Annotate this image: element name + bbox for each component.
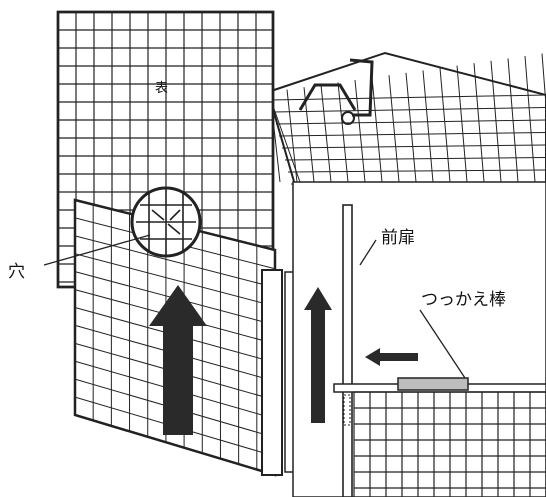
inset-up-arrow-icon <box>304 287 332 423</box>
leader-lines <box>43 234 466 379</box>
left-arrow-icon <box>365 348 418 366</box>
hole-label: 穴 <box>8 262 25 282</box>
detail-inset <box>292 181 546 497</box>
up-arrow-icon <box>149 285 207 435</box>
prop-bar-shape <box>397 377 469 391</box>
cage-body-back <box>266 51 546 186</box>
hole-magnifier <box>130 186 202 258</box>
prop-bar-label: つっかえ棒 <box>421 290 506 310</box>
front-door-label: 前扉 <box>381 228 415 248</box>
front-face-label: 表 <box>155 81 168 96</box>
